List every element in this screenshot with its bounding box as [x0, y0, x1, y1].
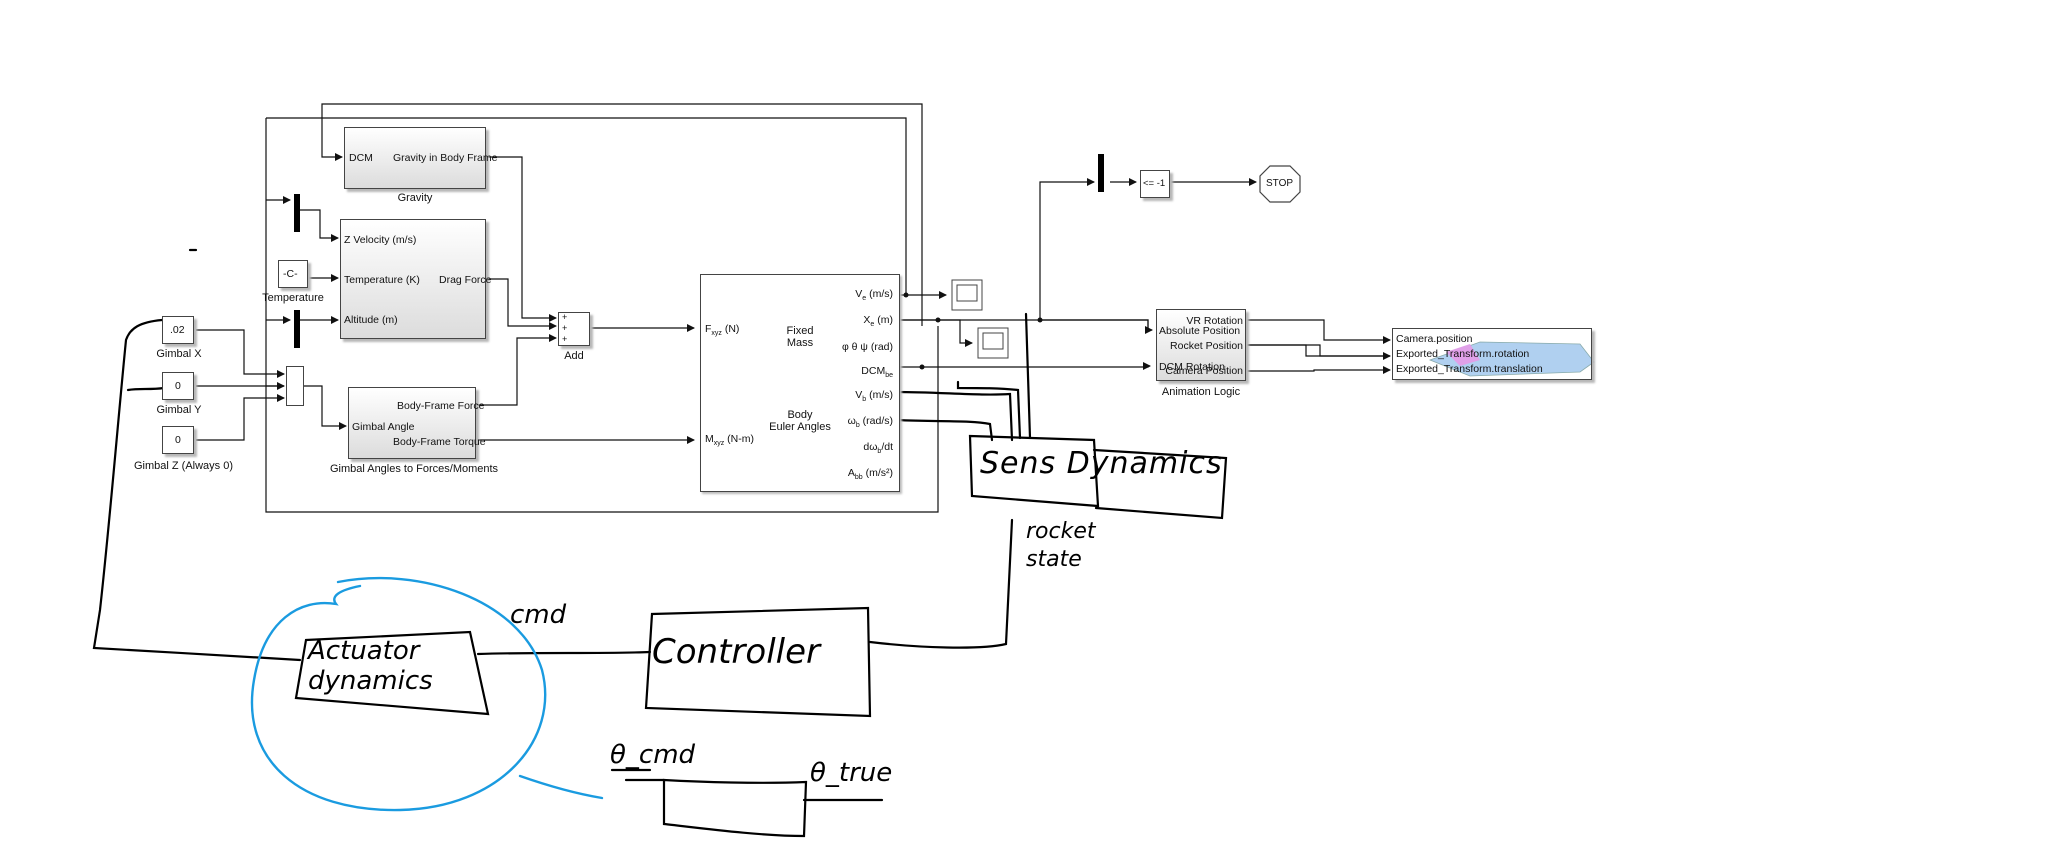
mux-stop[interactable]	[1098, 154, 1104, 192]
scope-icons	[951, 279, 1009, 359]
handwritten-rocket-state: rocket state	[1026, 519, 1096, 572]
handwritten-controller: Controller	[652, 632, 820, 672]
stop-sign-shape	[1259, 165, 1301, 203]
stop-label: STOP	[1266, 178, 1294, 189]
gimbal-in-angle: Gimbal Angle	[352, 421, 415, 433]
anim-in-dcm: DCM Rotation	[1159, 361, 1225, 373]
add-sign-2: +	[562, 323, 568, 333]
six-dof-block[interactable]: Fxyz (N) Mxyz (N-m) Fixed Mass Body Eule…	[700, 274, 900, 492]
gimbal-x-value: .02	[170, 324, 185, 336]
handwritten-strokes	[92, 248, 1228, 838]
gimbal-y-label: Gimbal Y	[156, 404, 202, 416]
gravity-in-dcm: DCM	[349, 152, 373, 164]
gravity-out: Gravity in Body Frame	[393, 152, 498, 164]
gimbal-x-label: Gimbal X	[156, 348, 202, 360]
add-label: Add	[564, 350, 584, 362]
gimbal-out-force: Body-Frame Force	[397, 400, 485, 412]
six-dof-out-dcm: DCMbe	[861, 365, 893, 380]
handwritten-actuator-dynamics: Actuator dynamics	[308, 636, 433, 696]
six-dof-out-vb: Vb (m/s)	[855, 389, 893, 404]
six-dof-in-force: Fxyz (N)	[705, 323, 740, 338]
add-block[interactable]: + + +	[558, 312, 590, 346]
temperature-value: -C-	[283, 268, 298, 280]
temperature-constant[interactable]: -C-	[278, 260, 308, 288]
six-dof-euler: Body Euler Angles	[769, 409, 831, 433]
drag-in-z-velocity: Z Velocity (m/s)	[344, 234, 417, 246]
drag-block[interactable]: Z Velocity (m/s) Temperature (K) Altitud…	[340, 219, 492, 339]
gravity-block[interactable]: DCM Gravity in Body Frame	[344, 127, 497, 189]
add-sign-1: +	[562, 312, 568, 322]
gimbal-x-constant[interactable]: .02	[162, 316, 194, 344]
six-dof-out-dwb: dωb/dt	[863, 441, 893, 456]
export-transform-block[interactable]: Camera.position Exported_Transform.rotat…	[1392, 328, 1592, 380]
handwritten-cmd: cmd	[510, 600, 567, 630]
gimbal-z-value: 0	[175, 434, 181, 446]
six-dof-in-moment: Mxyz (N-m)	[705, 433, 754, 448]
gimbal-y-value: 0	[175, 380, 181, 392]
anim-out-rocket: Rocket Position	[1170, 340, 1243, 352]
six-dof-out-xe: Xe (m)	[863, 314, 893, 329]
temperature-label: Temperature	[262, 292, 324, 304]
anim-out-vr: VR Rotation	[1186, 315, 1243, 327]
junction-dots	[903, 292, 1043, 370]
gimbal-out-torque: Body-Frame Torque	[393, 436, 486, 448]
anim-out-camera: Camera Position	[1165, 365, 1243, 377]
handwritten-theta-cmd: θ_cmd	[610, 740, 696, 770]
mux-gimbal[interactable]	[286, 366, 304, 406]
gimbal-y-constant[interactable]: 0	[162, 372, 194, 400]
compare-value: <= -1	[1143, 178, 1166, 189]
animation-logic-label: Animation Logic	[1161, 386, 1241, 398]
compare-block[interactable]: <= -1	[1140, 170, 1170, 198]
drag-out: Drag Force	[439, 274, 492, 286]
gimbal-forces-block[interactable]: Gimbal Angle Body-Frame Force Body-Frame…	[348, 387, 486, 459]
gravity-label: Gravity	[397, 192, 433, 204]
highlight-circle	[250, 576, 604, 812]
six-dof-fixed-mass: Fixed Mass	[786, 325, 814, 349]
export-transform-translation: Exported_Transform.translation	[1396, 363, 1543, 375]
export-transform-rotation: Exported_Transform.rotation	[1396, 348, 1530, 360]
six-dof-out-ve: Ve (m/s)	[855, 288, 893, 303]
mux-velocity[interactable]	[294, 194, 300, 232]
six-dof-out-euler: φ θ ψ (rad)	[841, 341, 893, 353]
feedback-wires	[196, 103, 1391, 513]
export-camera-position: Camera.position	[1396, 333, 1473, 345]
mux-altitude[interactable]	[294, 310, 300, 348]
drag-in-temperature: Temperature (K)	[344, 274, 420, 286]
handwritten-sens-dynamics: Sens Dynamics	[980, 446, 1223, 481]
six-dof-out-wb: ωb (rad/s)	[847, 415, 893, 430]
gimbal-forces-label: Gimbal Angles to Forces/Moments	[329, 463, 499, 475]
anim-in-abs-pos: Absolute Position	[1159, 325, 1241, 337]
gimbal-z-label: Gimbal Z (Always 0)	[134, 460, 234, 472]
drag-in-altitude: Altitude (m)	[344, 314, 398, 326]
gimbal-z-constant[interactable]: 0	[162, 426, 194, 454]
add-sign-3: +	[562, 334, 568, 344]
six-dof-out-abb: Abb (m/s²)	[847, 467, 893, 482]
animation-logic-block[interactable]: Absolute Position DCM Rotation VR Rotati…	[1156, 309, 1246, 381]
handwritten-theta-true: θ_true	[810, 758, 893, 788]
